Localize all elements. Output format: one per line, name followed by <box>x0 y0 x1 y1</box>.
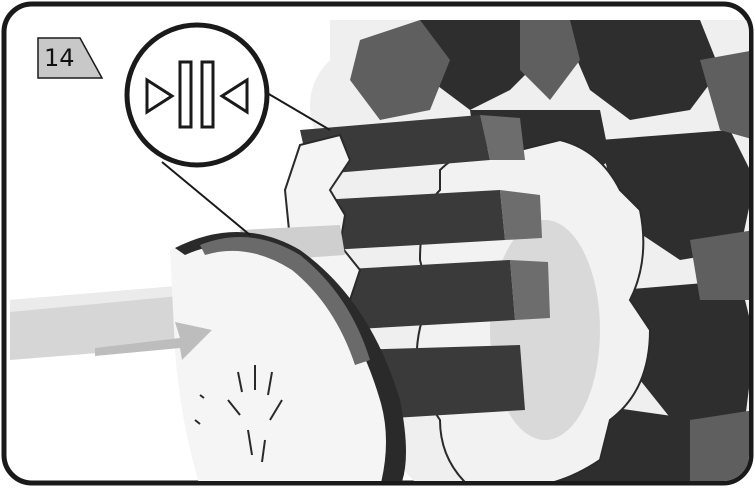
step-number: 14 <box>44 44 75 72</box>
